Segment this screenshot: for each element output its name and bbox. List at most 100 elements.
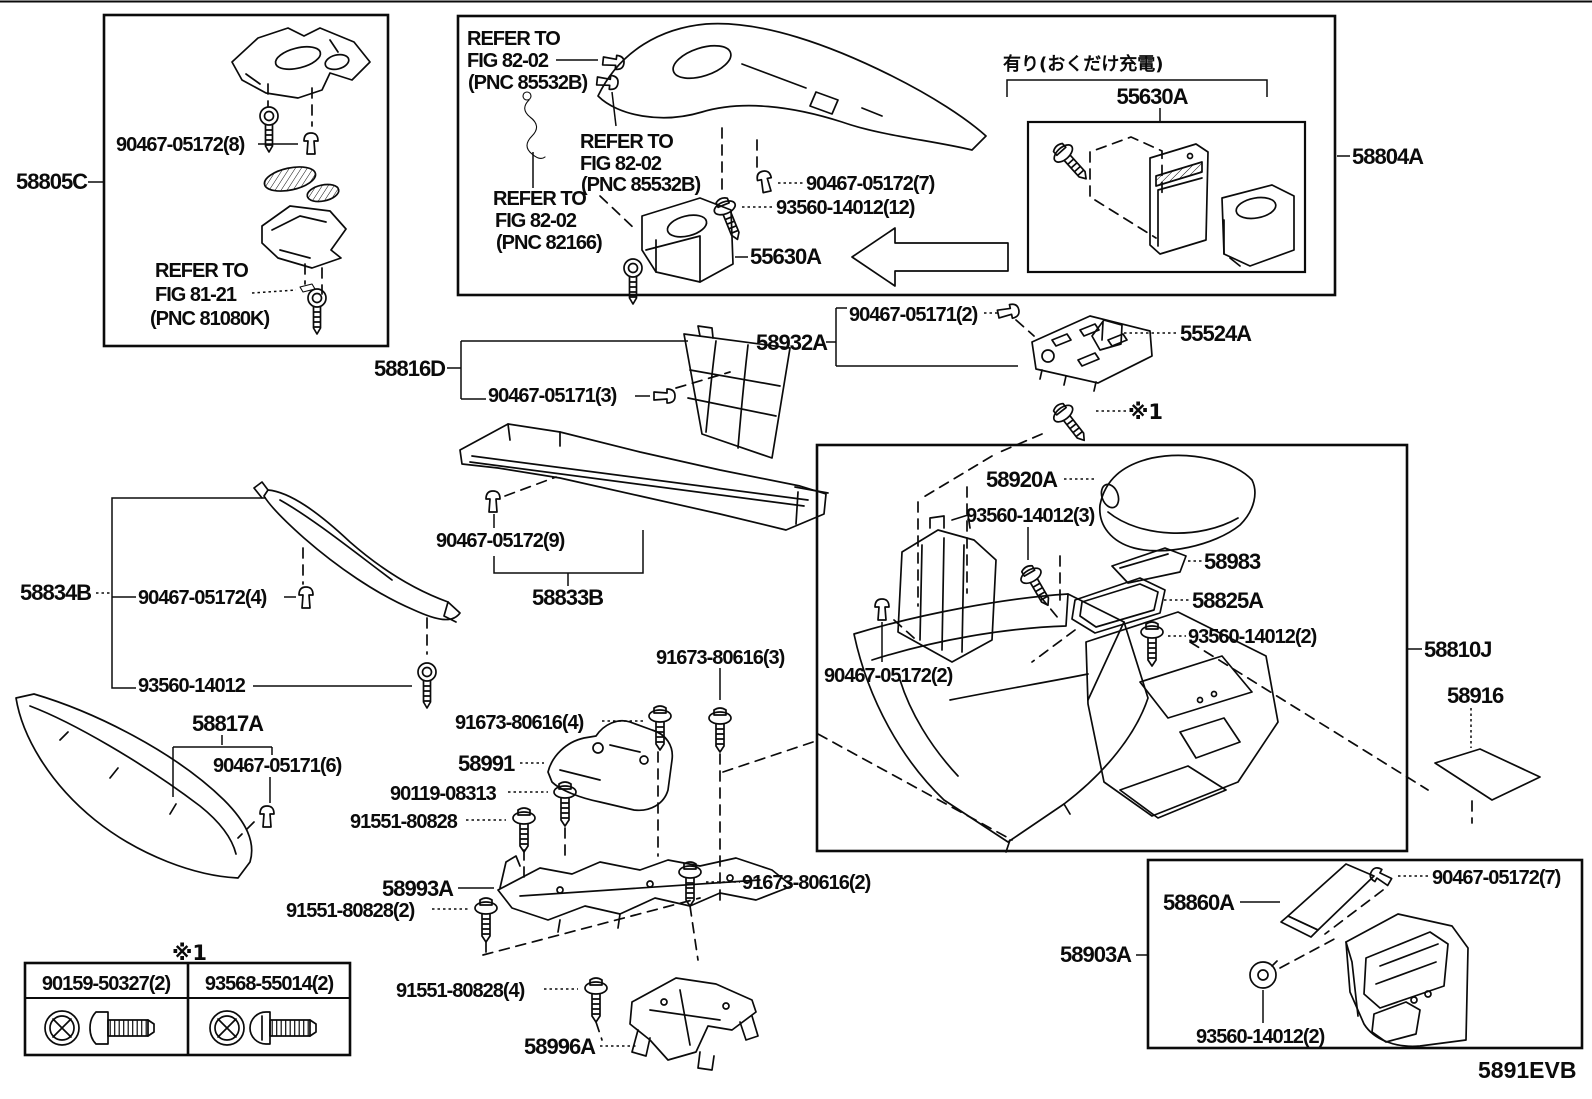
box-58810j-frame <box>815 443 1409 853</box>
part-label-58920a: 58920A <box>986 467 1058 492</box>
clip-icon-90467-05172-8 <box>303 132 319 155</box>
callout-91673-80616-4: 91673-80616(4) <box>455 712 584 734</box>
box-58804a-frame <box>456 14 1337 297</box>
callout-90467-05171-6: 90467-05171(6) <box>213 755 342 777</box>
part-drawing-cup-holder-55630a <box>641 197 734 283</box>
part-label-58804a: 58804A <box>1352 144 1424 169</box>
construction-dashes <box>237 821 255 839</box>
leader-refer-8202b <box>611 91 617 127</box>
part-drawing-console-upper-panel <box>597 22 987 151</box>
bracket-58834b <box>111 497 266 689</box>
box-58903a-frame <box>1146 858 1584 1050</box>
callout-90467-05172-2: 90467-05172(2) <box>824 665 953 687</box>
construction-dashes <box>267 83 313 127</box>
part-drawing-console-body-58810j <box>853 593 1279 853</box>
part-label-58991: 58991 <box>458 751 515 776</box>
refer-note-8202c-line3: (PNC 82166) <box>496 232 602 254</box>
screw-icon <box>1140 621 1164 667</box>
construction-dashes <box>1015 319 1035 337</box>
refer-note-8202b-line3: (PNC 85532B) <box>581 174 701 196</box>
construction-dashes <box>595 1021 603 1041</box>
fastener-table-group: ※1 90159-50327(2) 93568-55014(2) <box>23 941 352 1057</box>
construction-dashes <box>657 751 721 903</box>
construction-dashes <box>921 433 1043 499</box>
fastener-col1-header: 90159-50327(2) <box>42 973 171 995</box>
clip-icon-90467-05171-3 <box>653 388 676 404</box>
part-label-58833b: 58833B <box>532 585 603 610</box>
refer-note-8202c-line2: FIG 82-02 <box>495 210 577 232</box>
part-label-58996a: 58996A <box>524 1034 596 1059</box>
fastener-icon-93568-55014 <box>209 1010 317 1046</box>
clip-icon-90467-05171-6 <box>259 805 275 828</box>
construction-dashes <box>504 476 557 497</box>
callout-90467-05171-2: 90467-05171(2) <box>849 304 978 326</box>
callout-90467-05172-8: 90467-05172(8) <box>116 134 245 156</box>
bracket-58932a <box>826 307 1018 367</box>
screw-icon-93560-14012-12 <box>709 193 749 245</box>
part-drawing-lower-tray-58805c <box>261 205 347 269</box>
box-58805c-frame <box>102 13 390 348</box>
callout-90119-08313: 90119-08313 <box>390 783 497 805</box>
screw-icon <box>708 707 732 753</box>
fastener-icon-90159-50327 <box>44 1010 155 1046</box>
screw-icon <box>512 807 536 853</box>
screw-icon <box>1015 560 1059 612</box>
clip-icon-90467-05172-2 <box>874 598 890 621</box>
left-column-group: 58834B 90467-05172(4) 93560-14012 58817A… <box>15 481 461 879</box>
screw-icon <box>307 288 327 335</box>
construction-dashes <box>523 827 566 881</box>
construction-dashes <box>1324 889 1384 935</box>
refer-note-8121-line2: FIG 81-21 <box>155 284 237 306</box>
callout-91673-80616-3: 91673-80616(3) <box>656 647 785 669</box>
construction-dashes <box>689 905 699 961</box>
callout-91551-80828-4: 91551-80828(4) <box>396 980 525 1002</box>
construction-dashes-long <box>817 641 1429 841</box>
construction-dashes <box>1039 595 1059 619</box>
callout-91551-80828-2: 91551-80828(2) <box>286 900 415 922</box>
part-label-55630a-charger: 55630A <box>1116 84 1188 109</box>
part-drawing-58833b <box>459 423 829 531</box>
refer-note-8202b-line1: REFER TO <box>580 131 673 153</box>
part-drawing-wire-harness <box>522 91 546 160</box>
fastener-col2-header: 93568-55014(2) <box>205 973 334 995</box>
screw-icon <box>259 106 279 153</box>
callout-90467-05172-7-top: 90467-05172(7) <box>806 173 935 195</box>
footnote-screw-top-group: ※1 <box>921 398 1163 499</box>
callout-91551-80828: 91551-80828 <box>350 811 458 833</box>
part-drawing-armrest-lid-58920a <box>1099 454 1256 552</box>
part-drawing-58996a <box>629 977 759 1071</box>
figure-code: 5891EVB <box>1478 1057 1576 1083</box>
callout-93560-14012-2-br: 93560-14012(2) <box>1196 1026 1325 1048</box>
box-58804a-group: 58804A REFER TO FIG 82-02 (PNC 85532B) R… <box>456 14 1425 305</box>
clip-icon <box>595 73 620 91</box>
construction-dashes <box>1094 199 1157 239</box>
refer-note-8202a-line2: FIG 82-02 <box>467 50 549 72</box>
part-label-58816d: 58816D <box>374 356 445 381</box>
grommet-icon-93560-14012-2 <box>1249 960 1278 989</box>
part-drawing-58916 <box>1434 748 1541 801</box>
clip-icon-90467-05172-7 <box>755 168 775 195</box>
box-58805c-group: 90467-05172(8) 58805C REFER TO FIG 81-21… <box>16 13 390 348</box>
main-box-58810j-group: 58810J 58920A 93560-14012(3) 58983 58825… <box>815 443 1492 853</box>
clip-icon-90467-05171-2 <box>995 302 1022 322</box>
refer-note-8121-line3: (PNC 81080K) <box>150 308 270 330</box>
part-drawing-wireless-charger <box>1149 143 1209 255</box>
footnote-marker-table: ※1 <box>172 941 207 965</box>
screw-icon <box>584 977 608 1023</box>
part-label-58825a: 58825A <box>1192 588 1264 613</box>
callout-90467-05172-9: 90467-05172(9) <box>436 530 565 552</box>
note-wireless-option: 有り(おくだけ充電) <box>1003 53 1163 75</box>
screw-icon <box>648 705 672 751</box>
screw-icon-93560-14012 <box>417 662 437 709</box>
callout-93560-14012-12: 93560-14012(12) <box>776 197 915 219</box>
screw-icon <box>1047 137 1096 187</box>
part-drawing-58993a <box>497 855 793 933</box>
construction-dashes <box>302 547 428 655</box>
part-drawing-charger-cup-holder <box>1221 184 1295 267</box>
part-drawing-console-frame <box>897 514 997 663</box>
box-55630a-charger-frame <box>1026 120 1307 274</box>
part-label-58993a: 58993A <box>382 876 454 901</box>
callout-90467-05172-7-br: 90467-05172(7) <box>1432 867 1561 889</box>
